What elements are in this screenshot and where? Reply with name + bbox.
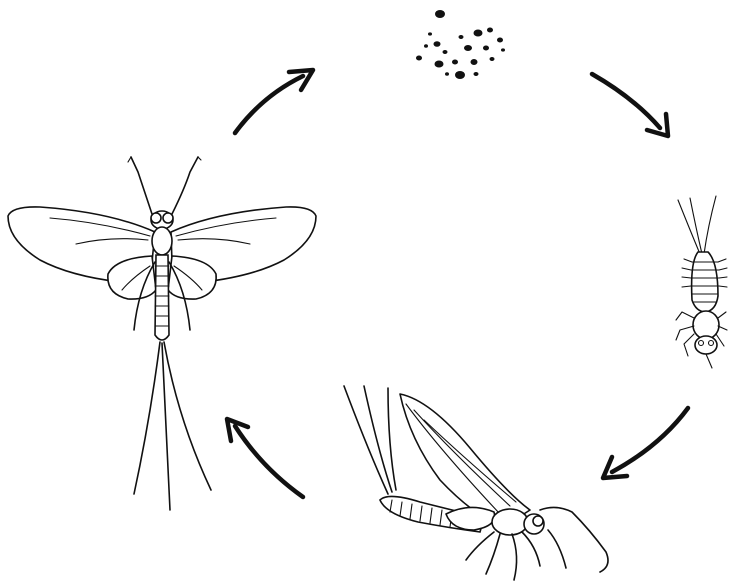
eggs-cluster-icon: [416, 10, 505, 79]
arrow-subimago-to-adult: [227, 419, 303, 497]
arrow-eggs-to-nymph: [592, 74, 668, 136]
nymph-larva-icon: [676, 196, 727, 368]
subimago-emerging-icon: [344, 386, 608, 580]
adult-mayfly-icon: [8, 157, 316, 510]
arrow-nymph-to-subimago: [603, 408, 688, 478]
arrow-adult-to-eggs: [235, 70, 313, 133]
